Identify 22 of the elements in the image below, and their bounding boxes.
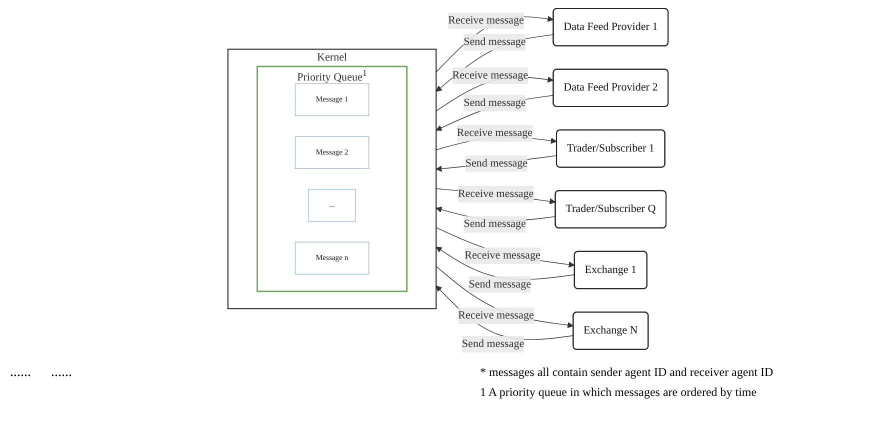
edge-label: Receive message: [464, 249, 540, 261]
ellipsis-text: ......: [10, 365, 31, 380]
arrow: [436, 226, 575, 268]
footnote: 1 A priority queue in which messages are ordered by time: [480, 384, 757, 401]
edge-label: Receive message: [458, 309, 534, 321]
edge-label: Send message: [465, 156, 528, 169]
edge-label: Receive message: [448, 14, 524, 26]
ellipsis-text: ......: [51, 365, 72, 380]
footnote: * messages all contain sender agent ID and receiver agent ID: [480, 364, 774, 381]
edge-label: Receive message: [458, 188, 534, 200]
edge-label: Send message: [464, 96, 526, 108]
edge-label: Send message: [468, 278, 531, 290]
arrow: [436, 76, 554, 111]
edge-label: Send message: [464, 36, 526, 48]
edge-label: Receive message: [452, 68, 528, 81]
arrow: [436, 154, 557, 172]
node-label: 1: [362, 67, 367, 78]
edge-label: Receive message: [456, 126, 533, 138]
arrow: [436, 246, 575, 280]
edge-label: Send message: [464, 218, 526, 230]
edge-label: Send message: [462, 337, 524, 350]
arrow: [436, 266, 574, 328]
